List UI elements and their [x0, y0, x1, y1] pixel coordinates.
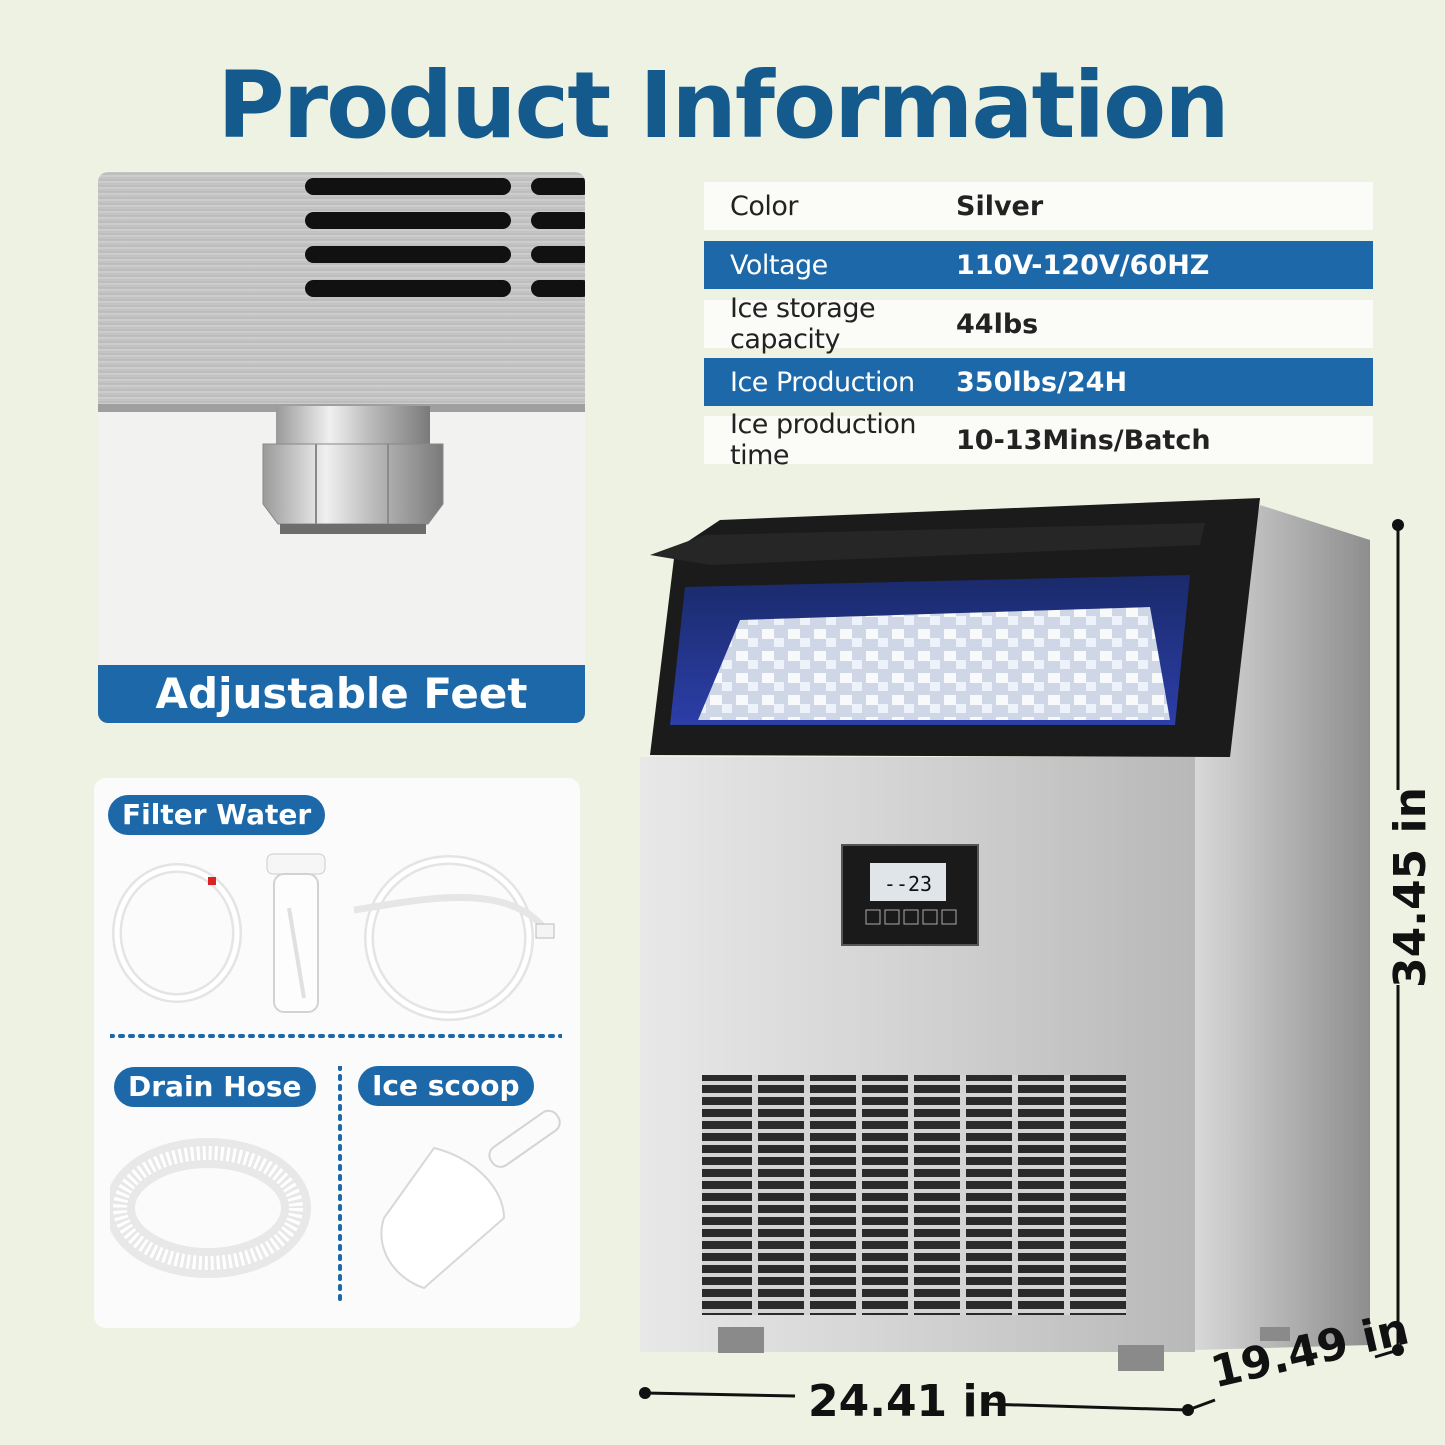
spec-label: Ice Production [730, 366, 915, 398]
spec-value: 10-13Mins/Batch [956, 424, 1211, 456]
ice-scoop-label: Ice scoop [358, 1066, 534, 1106]
drain-hose-image [110, 1138, 311, 1278]
spec-label: Voltage [730, 249, 828, 281]
page-title: Product Information [217, 52, 1229, 159]
adjustable-foot-graphic [262, 406, 444, 534]
ice-scoop-image [380, 1109, 561, 1290]
display-readout: --23 [884, 872, 932, 896]
accessories-panel: Filter Water Drain Hose Ice scoop [94, 778, 580, 1328]
adjustable-feet-panel: Adjustable Feet [98, 172, 585, 723]
spec-label: Color [730, 190, 799, 222]
machine-base-closeup [98, 172, 585, 404]
spec-row-time: Ice production time 10-13Mins/Batch [704, 409, 1373, 471]
spec-value: 44lbs [956, 308, 1039, 340]
spec-value: 110V-120V/60HZ [956, 249, 1210, 281]
ice-maker-image: --23 [640, 498, 1370, 1371]
drain-hose-label: Drain Hose [114, 1067, 316, 1107]
spec-label: Ice production time [730, 409, 916, 471]
spec-row-production: Ice Production 350lbs/24H [704, 358, 1373, 406]
adjustable-feet-caption: Adjustable Feet [98, 665, 585, 723]
spec-label: Ice storage capacity [730, 293, 876, 355]
width-dimension: 24.41 in [808, 1376, 1009, 1427]
filter-water-label: Filter Water [108, 795, 326, 835]
spec-value: Silver [956, 190, 1044, 222]
spec-row-color: Color Silver [704, 182, 1373, 230]
filter-water-kit-image [112, 853, 555, 1021]
spec-row-storage: Ice storage capacity 44lbs [704, 293, 1373, 355]
dotted-divider-vertical [338, 1066, 342, 1306]
spec-value: 350lbs/24H [956, 366, 1128, 398]
height-dimension: 34.45 in [1384, 787, 1436, 988]
spec-row-voltage: Voltage 110V-120V/60HZ [704, 241, 1373, 289]
